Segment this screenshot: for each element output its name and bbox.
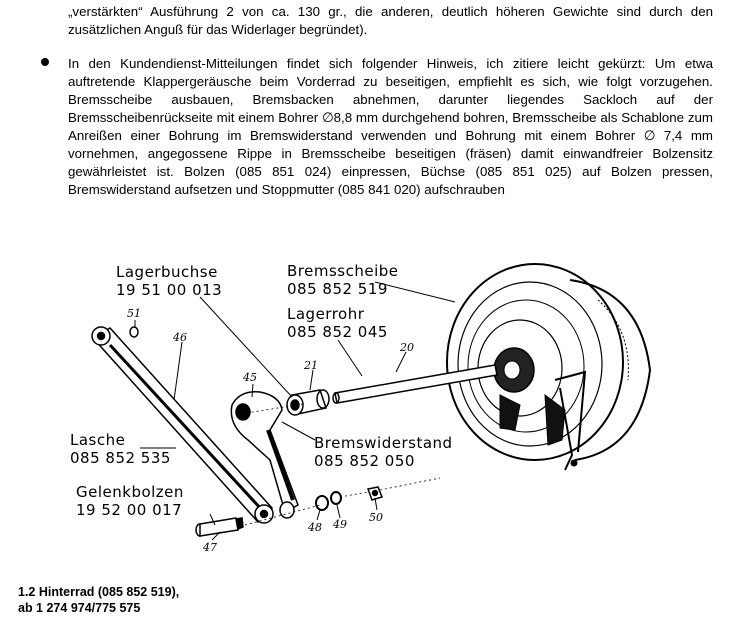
- leader-lines: [134, 281, 456, 541]
- part-number-47: 47: [202, 541, 217, 554]
- label-gelenkbolzen-name: Gelenkbolzen: [76, 483, 184, 501]
- part-number-49: 49: [332, 518, 347, 531]
- washer-49-drawing: [330, 491, 342, 505]
- label-lagerrohr-number: 085 852 045: [287, 323, 388, 341]
- section-heading: 1.2 Hinterrad (085 852 519), ab 1 274 97…: [18, 584, 179, 616]
- paragraph-intro: „verstärkten“ Ausführung 2 von ca. 130 g…: [68, 4, 713, 37]
- washer-48-drawing: [315, 495, 329, 511]
- part-number-50: 50: [369, 511, 383, 524]
- label-lasche-number: 085 852 535: [70, 449, 171, 467]
- lasche-link-drawing: [91, 326, 274, 524]
- label-lagerrohr-name: Lagerrohr: [287, 305, 365, 323]
- label-bremswiderstand-number: 085 852 050: [314, 452, 415, 470]
- part-number-21: 21: [303, 359, 318, 372]
- section-heading-line1: 1.2 Hinterrad (085 852 519),: [18, 585, 180, 599]
- section-heading-line2: ab 1 274 974/775 575: [18, 601, 141, 615]
- label-gelenkbolzen-number: 19 52 00 017: [76, 501, 182, 519]
- paragraph-service-note: In den Kundendienst-Mitteilungen findet …: [68, 56, 713, 197]
- assembly-axis-lines: [239, 403, 441, 526]
- bremswiderstand-arm-drawing: [230, 391, 299, 519]
- lagerrohr-rod-drawing: [332, 364, 498, 404]
- label-bremsscheibe-number: 085 852 519: [287, 280, 388, 298]
- exploded-brake-diagram: Lagerbuchse 19 51 00 013 Bremsscheibe 08…: [70, 262, 652, 554]
- gelenkbolzen-bolt-drawing: [195, 517, 244, 537]
- label-lagerbuchse-name: Lagerbuchse: [116, 263, 218, 281]
- label-lagerbuchse-number: 19 51 00 013: [116, 281, 222, 299]
- nut-50-drawing: [366, 486, 384, 501]
- part-number-51: 51: [127, 307, 141, 320]
- lagerbuchse-bush-drawing: [286, 389, 330, 416]
- label-bremswiderstand-name: Bremswiderstand: [314, 434, 453, 452]
- label-bremsscheibe-name: Bremsscheibe: [287, 262, 399, 280]
- part-number-45: 45: [242, 371, 257, 384]
- part-number-48: 48: [307, 521, 322, 534]
- brake-drum-drawing: [446, 263, 652, 471]
- label-lasche-name: Lasche: [70, 431, 125, 449]
- part-number-20: 20: [399, 341, 414, 354]
- bullet-point: [41, 58, 49, 66]
- ring-51-drawing: [129, 326, 139, 338]
- part-number-46: 46: [172, 331, 187, 344]
